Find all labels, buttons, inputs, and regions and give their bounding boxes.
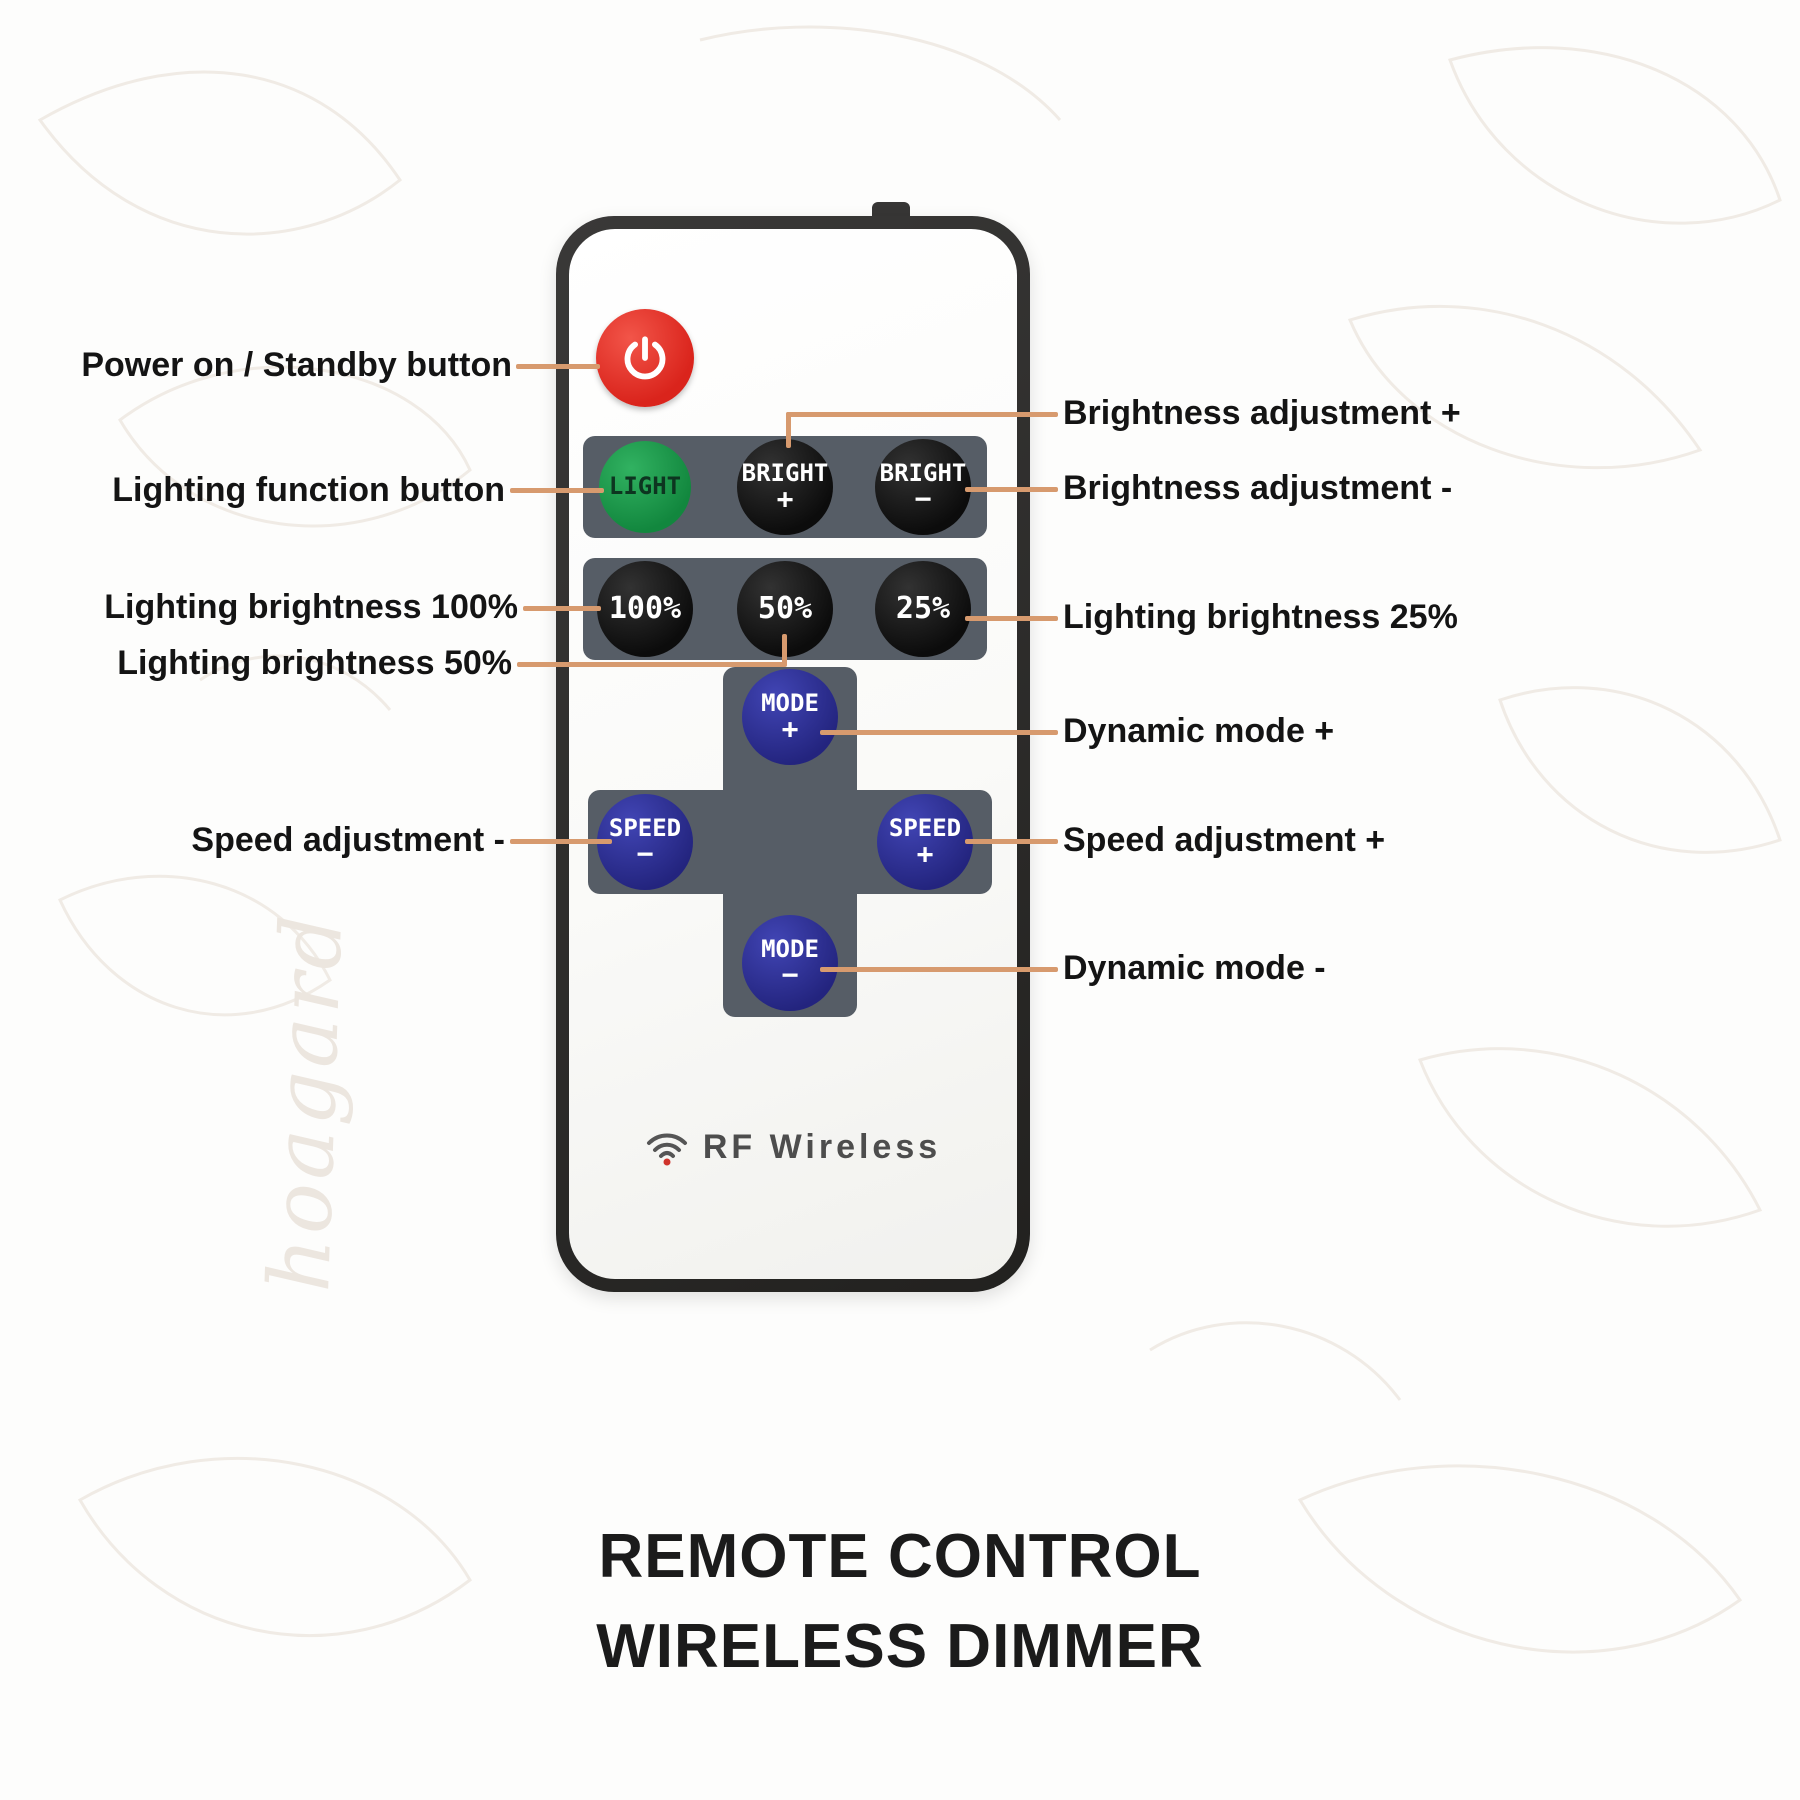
connector-50-v bbox=[782, 634, 787, 666]
connector-bright-minus bbox=[965, 487, 1058, 492]
callout-mode-minus: Dynamic mode - bbox=[1063, 949, 1326, 987]
connector-bright-plus-h bbox=[786, 412, 1058, 417]
connector-speed-plus bbox=[965, 839, 1058, 844]
bright-plus-sign: + bbox=[776, 481, 794, 515]
speed-minus-button: SPEED − bbox=[597, 794, 693, 890]
callout-light: Lighting function button bbox=[112, 471, 505, 509]
mode-plus-label: MODE bbox=[761, 688, 819, 717]
callout-25: Lighting brightness 25% bbox=[1063, 598, 1458, 636]
brightness-50-label: 50% bbox=[757, 591, 813, 627]
connector-power bbox=[516, 364, 600, 369]
brand-row: RF Wireless bbox=[556, 1128, 1030, 1167]
speed-minus-sign: − bbox=[636, 836, 654, 870]
connector-50-h bbox=[517, 662, 787, 667]
callout-100: Lighting brightness 100% bbox=[104, 588, 518, 626]
light-button: LIGHT bbox=[599, 441, 691, 533]
callout-mode-plus: Dynamic mode + bbox=[1063, 712, 1335, 750]
title-line-1: REMOTE CONTROL bbox=[598, 1522, 1202, 1591]
connector-mode-plus bbox=[820, 730, 1058, 735]
page-title: REMOTE CONTROL WIRELESS DIMMER bbox=[0, 1512, 1800, 1692]
power-icon bbox=[624, 336, 666, 380]
power-button bbox=[596, 309, 694, 407]
mode-minus-label: MODE bbox=[761, 934, 819, 963]
callout-power: Power on / Standby button bbox=[81, 346, 512, 384]
connector-bright-plus-v bbox=[786, 412, 791, 448]
title-line-2: WIRELESS DIMMER bbox=[596, 1611, 1204, 1681]
bright-minus-button: BRIGHT − bbox=[875, 439, 971, 535]
speed-minus-label: SPEED bbox=[608, 813, 682, 842]
speed-plus-sign: + bbox=[916, 836, 934, 870]
connector-100 bbox=[523, 606, 601, 611]
mode-plus-button: MODE + bbox=[742, 669, 838, 765]
callout-bright-plus: Brightness adjustment + bbox=[1063, 394, 1461, 432]
speed-plus-button: SPEED + bbox=[877, 794, 973, 890]
light-button-label: LIGHT bbox=[608, 472, 682, 501]
mode-minus-sign: − bbox=[781, 957, 799, 991]
mode-plus-sign: + bbox=[781, 711, 799, 745]
connector-mode-minus bbox=[820, 967, 1058, 972]
speed-plus-label: SPEED bbox=[888, 813, 962, 842]
bright-plus-label: BRIGHT bbox=[741, 458, 829, 487]
brand-text: RF Wireless bbox=[702, 1128, 942, 1166]
callout-50: Lighting brightness 50% bbox=[117, 644, 512, 682]
bright-plus-button: BRIGHT + bbox=[737, 439, 833, 535]
bright-minus-sign: − bbox=[914, 481, 932, 515]
brightness-25-label: 25% bbox=[895, 591, 951, 627]
brightness-25-button: 25% bbox=[875, 561, 971, 657]
watermark: hoagard bbox=[250, 909, 362, 1294]
brightness-100-button: 100% bbox=[597, 561, 693, 657]
callout-speed-minus: Speed adjustment - bbox=[191, 821, 505, 859]
callout-speed-plus: Speed adjustment + bbox=[1063, 821, 1386, 859]
connector-light bbox=[510, 488, 604, 493]
callout-bright-minus: Brightness adjustment - bbox=[1063, 469, 1453, 507]
bright-minus-label: BRIGHT bbox=[879, 458, 967, 487]
mode-minus-button: MODE − bbox=[742, 915, 838, 1011]
brightness-100-label: 100% bbox=[608, 591, 682, 627]
wifi-icon bbox=[646, 1133, 687, 1165]
connector-25 bbox=[965, 616, 1058, 621]
connector-speed-minus bbox=[510, 839, 612, 844]
